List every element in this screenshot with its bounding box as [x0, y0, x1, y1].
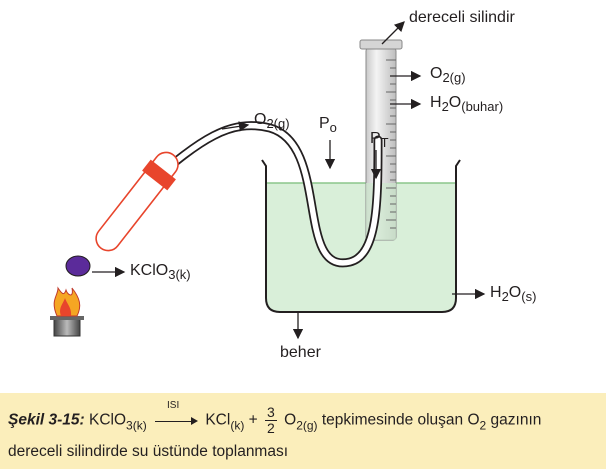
label-pt: PT [370, 130, 389, 150]
figure: dereceli silindir O2(g) H2O(buhar) O2(g)… [50, 9, 537, 361]
cylinder-rim [359, 39, 403, 50]
beaker [261, 159, 461, 313]
test-tube [95, 151, 179, 252]
flame-icon [53, 286, 81, 317]
figure-number: Şekil 3-15: [8, 411, 85, 429]
apparatus-diagram [50, 21, 486, 340]
label-kclo3: KClO3(k) [130, 262, 191, 282]
label-o2-gas: O2(g) [430, 65, 466, 85]
arrow-cylinder [381, 21, 405, 45]
label-cylinder: dereceli silindir [409, 9, 515, 26]
label-o2-tube: O2(g) [254, 111, 290, 131]
burner [50, 316, 84, 337]
label-po: Po [319, 115, 337, 135]
stopper [142, 159, 176, 191]
arrow-o2-tube [221, 121, 250, 132]
label-h2o-liquid: H2O(s) [490, 284, 537, 304]
label-beaker: beher [280, 344, 321, 361]
reaction-arrow: ISI [153, 400, 199, 428]
beaker-water [266, 183, 456, 312]
label-h2o-vapor: H2O(buhar) [430, 94, 504, 114]
caption-line-2: dereceli silindirde su üstünde toplanmas… [8, 443, 289, 460]
kclo3-solid [65, 255, 91, 277]
cylinder-graduations [386, 59, 396, 229]
